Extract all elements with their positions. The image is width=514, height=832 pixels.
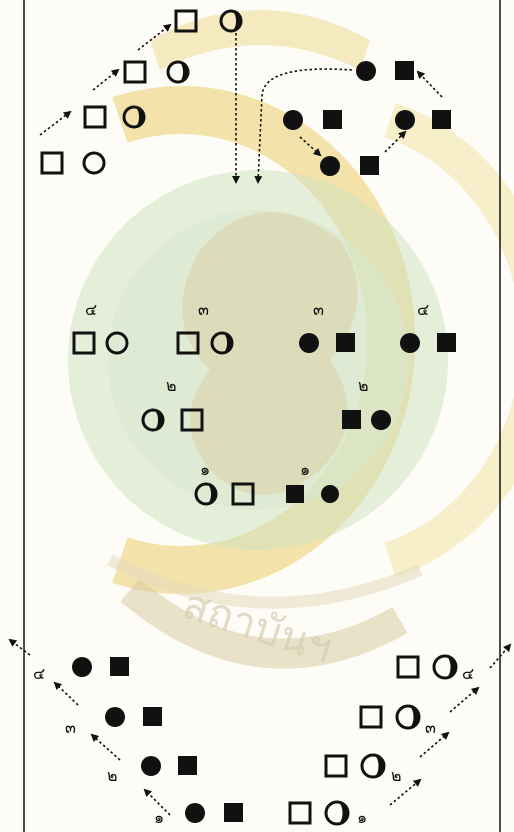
numeral-label-br-1: ๑ xyxy=(357,810,367,826)
hollow-square-br-3 xyxy=(361,707,381,727)
numeral-label-bl-4: ๔ xyxy=(33,666,45,682)
numeral-label-bl-1: ๑ xyxy=(154,810,164,826)
hollow-square-m-4a xyxy=(74,333,94,353)
solid-square-bl-1 xyxy=(224,803,243,822)
solid-circle-tr-left xyxy=(283,110,303,130)
hollow-square-tl-2 xyxy=(85,107,105,127)
numeral-label-3-right: ๓ xyxy=(313,302,324,318)
solid-square-m-1b xyxy=(286,485,304,503)
arrow-bottom-left-2 xyxy=(92,735,120,760)
numeral-label-1-left: ๑ xyxy=(200,462,210,478)
hollow-square-br-4 xyxy=(398,657,418,677)
numeral-label-4-left: ๔ xyxy=(85,302,97,318)
arrows xyxy=(10,25,510,815)
arrow-bottom-left-3 xyxy=(55,683,78,705)
solid-circle-bl-1 xyxy=(185,803,205,823)
solid-square-tr-left xyxy=(323,110,342,129)
numeral-label-bl-3: ๓ xyxy=(65,720,76,736)
numeral-label-br-3: ๓ xyxy=(425,720,436,736)
solid-circle-m-2b xyxy=(371,410,391,430)
solid-circle-tr-top xyxy=(356,61,376,81)
solid-square-m-3b xyxy=(336,333,355,352)
hollow-square-br-2 xyxy=(326,756,346,776)
solid-square-bl-2 xyxy=(178,756,197,775)
solid-square-m-2b xyxy=(342,410,361,429)
hollow-square-tl-4 xyxy=(176,11,196,31)
numeral-label-br-2: ๒ xyxy=(391,768,402,784)
solid-circle-bl-2 xyxy=(141,756,161,776)
solid-square-bl-3 xyxy=(143,707,162,726)
solid-circle-bl-4 xyxy=(72,657,92,677)
solid-circle-m-3b xyxy=(299,333,319,353)
hollow-square-tl-1 xyxy=(42,153,62,173)
arrow-top-left-3 xyxy=(138,25,170,50)
solid-square-tr-bottom xyxy=(360,156,379,175)
solid-circle-m-1b xyxy=(321,485,339,503)
hollow-square-tl-3 xyxy=(125,62,145,82)
hollow-circle-tl-1 xyxy=(84,153,104,173)
hollow-square-m-2a xyxy=(182,410,202,430)
numeral-label-2-right: ๒ xyxy=(358,378,369,394)
arrow-right-cycle-3 xyxy=(418,72,442,97)
numeral-label-bl-2: ๒ xyxy=(107,768,118,784)
arrow-top-left-2 xyxy=(93,70,118,90)
arrow-right-cycle-1 xyxy=(300,137,320,155)
solid-circle-tr-right xyxy=(395,110,415,130)
hollow-circle-m-4a xyxy=(107,333,127,353)
solid-square-m-4b xyxy=(437,333,456,352)
solid-square-bl-4 xyxy=(110,657,129,676)
symbols xyxy=(42,11,456,824)
arrow-right-cycle-2 xyxy=(385,132,405,152)
numeral-label-3-left: ๓ xyxy=(198,302,209,318)
numeral-label-4-right: ๔ xyxy=(417,302,429,318)
arrow-bottom-left-4 xyxy=(10,640,30,655)
numeral-label-br-4: ๔ xyxy=(462,666,474,682)
arrow-top-left-1 xyxy=(40,112,70,135)
solid-square-tr-top xyxy=(395,61,414,80)
arrow-bottom-right-3 xyxy=(450,688,478,712)
hollow-square-m-3a xyxy=(178,333,198,353)
solid-square-tr-right xyxy=(432,110,451,129)
solid-circle-m-4b xyxy=(400,333,420,353)
solid-circle-bl-3 xyxy=(105,707,125,727)
numeral-label-2-left: ๒ xyxy=(166,378,177,394)
hollow-square-br-1 xyxy=(290,803,310,823)
solid-circle-tr-bottom xyxy=(320,156,340,176)
numeral-label-1-right: ๑ xyxy=(300,462,310,478)
hollow-square-m-1a xyxy=(233,484,253,504)
